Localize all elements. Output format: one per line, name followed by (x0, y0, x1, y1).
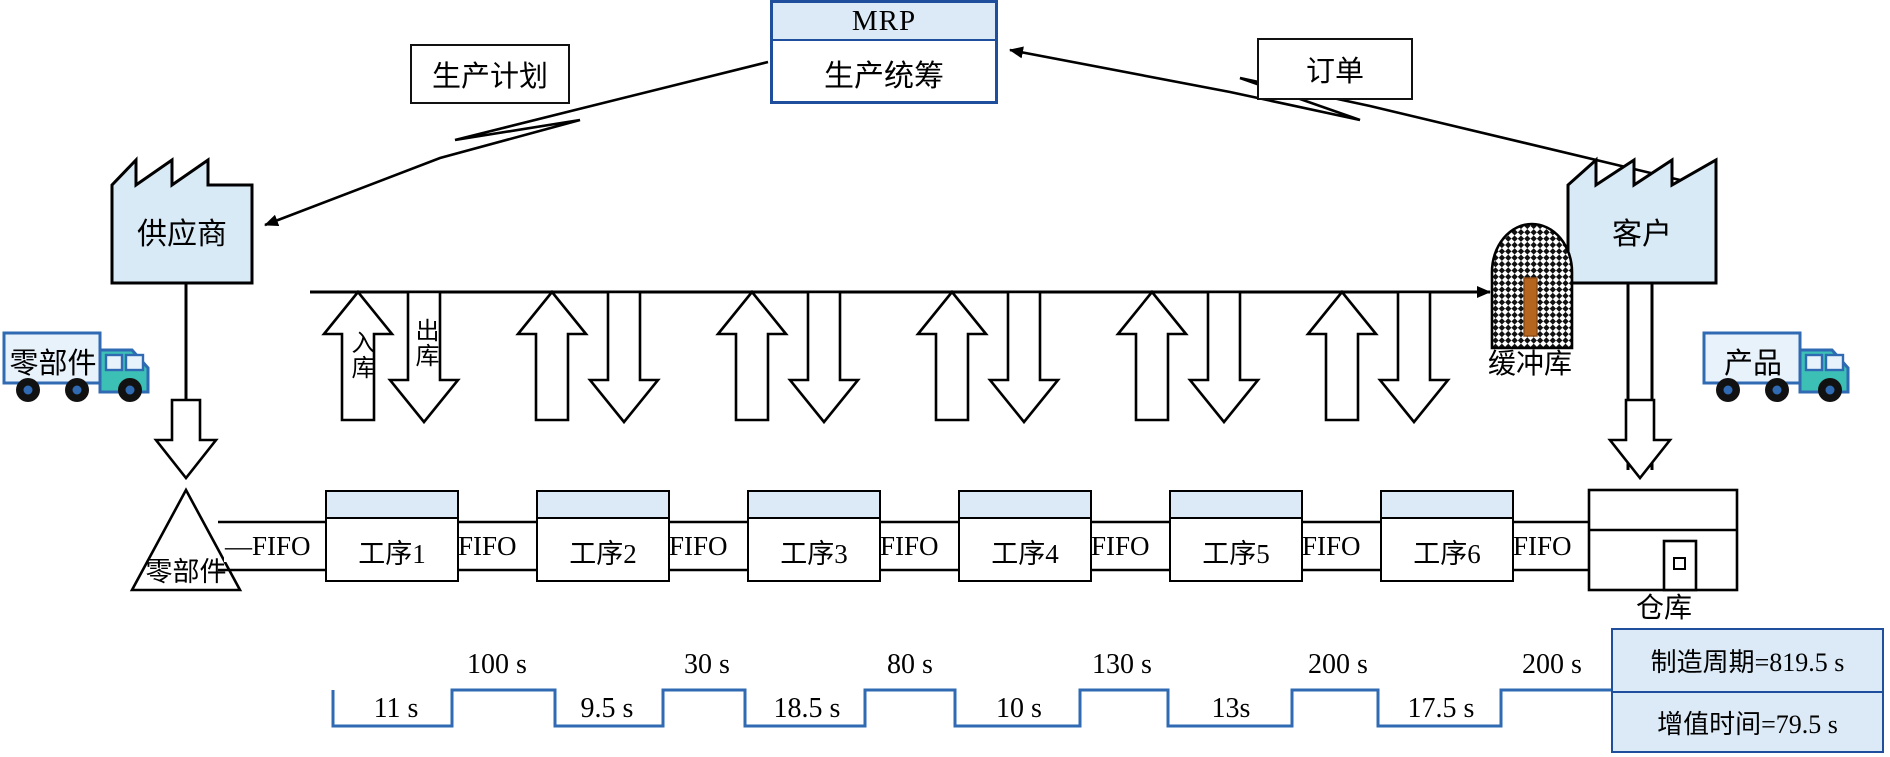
order-label: 订单 (1305, 56, 1364, 88)
process-name-4: 工序4 (991, 538, 1059, 569)
leadtime-label-5: 200 s (1308, 649, 1368, 680)
valueadd-label-6: 17.5 s (1407, 693, 1475, 724)
process-header-2 (538, 492, 668, 519)
supplier-delivery-arrow (153, 398, 219, 481)
valueadd-label-1: 11 s (373, 693, 419, 724)
process-name-5: 工序5 (1202, 538, 1270, 569)
summary-box: 制造周期=819.5 s 增值时间=79.5 s (1611, 628, 1884, 753)
parts-truck: 零部件 (2, 328, 162, 411)
leadtime-label-3: 80 s (887, 649, 933, 680)
timeline-ladder (331, 688, 1611, 728)
product-truck-label: 产品 (1723, 348, 1782, 380)
supplier-label: 供应商 (137, 218, 227, 251)
process-box-2[interactable]: 工序2 (536, 490, 670, 582)
process-header-6 (1382, 492, 1512, 519)
warehouse-label: 仓库 (1635, 593, 1692, 624)
valueadd-label-3: 18.5 s (773, 693, 841, 724)
customer-shipping-arrow (1607, 398, 1673, 481)
production-plan-label: 生产计划 (431, 61, 548, 93)
parts-truck-label: 零部件 (9, 348, 97, 380)
fifo-label-0: —FIFO (224, 531, 312, 562)
fifo-lane-rails (218, 520, 1591, 572)
buffer-store-label: 缓冲库 (1487, 349, 1572, 380)
process-box-5[interactable]: 工序5 (1169, 490, 1303, 582)
fifo-label-6: FIFO (1512, 531, 1573, 562)
process-box-3[interactable]: 工序3 (747, 490, 881, 582)
warehouse-shape (1587, 488, 1739, 592)
inventory-triangle-label: 零部件 (145, 556, 227, 587)
valueadd-label-4: 10 s (996, 693, 1042, 724)
value-added-time-row: 增值时间=79.5 s (1657, 710, 1838, 740)
buffer-store-shape (1490, 222, 1574, 350)
leadtime-label-2: 30 s (684, 649, 730, 680)
push-arrow-pair-group (321, 289, 1451, 425)
production-plan-box[interactable]: 生产计划 (410, 44, 570, 104)
process-header-1 (327, 492, 457, 519)
info-flow-production-plan (264, 60, 769, 227)
valueadd-label-2: 9.5 s (580, 693, 634, 724)
fifo-label-1: FIFO (457, 531, 518, 562)
leadtime-label-4: 130 s (1092, 649, 1152, 680)
process-header-3 (749, 492, 879, 519)
inventory-triangle-shape (129, 487, 243, 592)
manufacturing-cycle-row: 制造周期=819.5 s (1613, 630, 1882, 693)
fifo-label-5: FIFO (1301, 531, 1362, 562)
leadtime-label-1: 100 s (467, 649, 527, 680)
fifo-label-2: FIFO (668, 531, 729, 562)
process-name-2: 工序2 (569, 538, 637, 569)
process-header-4 (960, 492, 1090, 519)
leadtime-label-6: 200 s (1522, 649, 1582, 680)
process-name-6: 工序6 (1413, 538, 1481, 569)
process-header-5 (1171, 492, 1301, 519)
mrp-subtitle: 生产统筹 (824, 60, 944, 93)
process-box-1[interactable]: 工序1 (325, 490, 459, 582)
customer-label: 客户 (1612, 218, 1672, 251)
process-name-3: 工序3 (780, 538, 848, 569)
valueadd-label-5: 13s (1211, 693, 1251, 724)
process-box-4[interactable]: 工序4 (958, 490, 1092, 582)
process-box-6[interactable]: 工序6 (1380, 490, 1514, 582)
product-truck: 产品 (1702, 328, 1867, 411)
mrp-box[interactable]: MRP 生产统筹 (770, 0, 998, 104)
mrp-title: MRP (773, 3, 995, 41)
outbound-label: 出库 (411, 318, 437, 368)
fifo-label-4: FIFO (1090, 531, 1151, 562)
inbound-label: 入库 (347, 330, 373, 380)
order-box[interactable]: 订单 (1257, 38, 1413, 100)
fifo-label-3: FIFO (879, 531, 940, 562)
process-name-1: 工序1 (358, 538, 426, 569)
